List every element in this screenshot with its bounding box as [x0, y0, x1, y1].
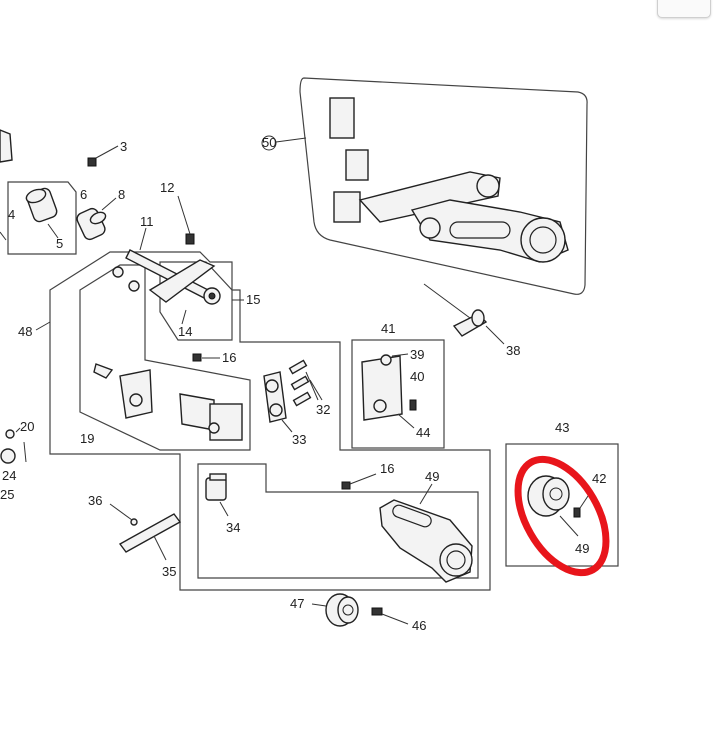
screw-16-lower: [341, 481, 351, 490]
partial-part-left: [0, 129, 13, 163]
bushing-47: [325, 593, 359, 627]
screw-42: [573, 507, 581, 518]
group-19-outline: [79, 264, 251, 451]
callout-25: 25: [0, 487, 14, 502]
callout-41: 41: [381, 321, 395, 336]
stud-38: [452, 309, 488, 337]
bushing-4-5: [25, 187, 58, 223]
callout-20: 20: [20, 419, 34, 434]
callout-16-upper: 16: [222, 350, 236, 365]
callout-35: 35: [162, 564, 176, 579]
callout-15: 15: [246, 292, 260, 307]
link-33: [263, 371, 287, 423]
callout-6: 6: [80, 187, 87, 202]
callout-49-lower: 49: [425, 469, 439, 484]
washer-20: [5, 429, 15, 439]
callout-49-upper: 49: [575, 541, 589, 556]
callout-42: 42: [592, 471, 606, 486]
link-14: [148, 259, 221, 305]
highlight-circle: [514, 455, 610, 577]
callout-12: 12: [160, 180, 174, 195]
pins-32: [288, 359, 312, 407]
bushing-49-upper: [527, 475, 570, 517]
assembly-50-panel: [299, 77, 588, 295]
callout-44: 44: [416, 425, 430, 440]
shaft-35: [118, 513, 182, 553]
callout-33: 33: [292, 432, 306, 447]
callout-40: 40: [410, 369, 424, 384]
callout-16-lower: 16: [380, 461, 394, 476]
callout-46: 46: [412, 618, 426, 633]
assembly-50-drawing: [329, 97, 569, 263]
screw-12: [185, 233, 195, 245]
crank-arm-49: [379, 499, 473, 583]
callout-47: 47: [290, 596, 304, 611]
screw-40: [409, 399, 417, 411]
callout-34: 34: [226, 520, 240, 535]
callout-50-circle: [261, 135, 277, 151]
corner-button[interactable]: [657, 0, 711, 18]
crank-parts-19: [93, 363, 243, 441]
callout-50: 50: [262, 135, 276, 150]
block-34: [205, 473, 227, 501]
bracket-44: [361, 354, 403, 421]
callout-32: 32: [316, 402, 330, 417]
screw-16-upper: [192, 353, 202, 362]
group-6-box: [7, 181, 77, 255]
callout-14: 14: [178, 324, 192, 339]
callout-48: 48: [18, 324, 32, 339]
callout-38: 38: [506, 343, 520, 358]
callout-19: 19: [80, 431, 94, 446]
screw-3: [87, 157, 97, 167]
callout-11: 11: [140, 214, 154, 229]
callout-4: 4: [8, 207, 15, 222]
callout-39: 39: [410, 347, 424, 362]
group-41-box: [351, 339, 445, 449]
group-49-outline: [197, 463, 479, 579]
screw-46: [371, 607, 383, 616]
callout-36: 36: [88, 493, 102, 508]
nut-24: [0, 448, 16, 464]
callout-8: 8: [118, 187, 125, 202]
callout-3: 3: [120, 139, 127, 154]
callout-5: 5: [56, 236, 63, 251]
bushing-8: [76, 207, 107, 241]
ring-b: [128, 280, 140, 292]
callout-24: 24: [2, 468, 16, 483]
callout-43: 43: [555, 420, 569, 435]
ring-a: [112, 266, 124, 278]
